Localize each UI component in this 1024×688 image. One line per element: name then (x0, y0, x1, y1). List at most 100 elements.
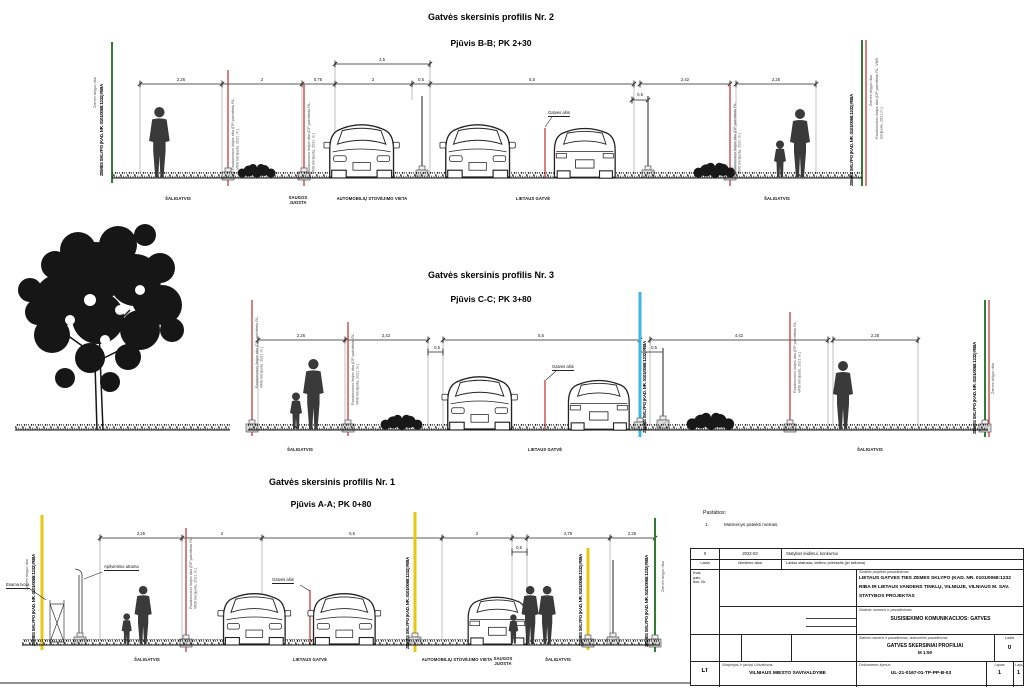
red-line-note: Raudonosios linijos riba (DP patvirtinta… (733, 101, 742, 174)
car-front-icon (217, 593, 292, 646)
car-front-icon (441, 376, 518, 431)
parcel-boundary-note: Žemės sklypo riba (991, 363, 995, 394)
parcel-boundary-bold-note: ŽEMĖS SKLYPO (KAD. NR. 0101/0068:1232) R… (973, 341, 977, 434)
client-caption: Statytojas ir (arba) Užsakovas (722, 662, 773, 667)
dimension-label: 5,5 (529, 77, 535, 82)
dimension-label: 5,5 (538, 333, 544, 338)
dimension-label: 2,5 (379, 57, 385, 62)
laida-value: 0 (1007, 645, 1012, 651)
grass-strip (15, 424, 230, 430)
project-name-caption: Statinio projekto pavadinimas (859, 570, 909, 574)
dimension-label: 2,75 (563, 531, 573, 536)
red-line-note: Raudonosios linijos riba (DP patvirtinta… (307, 101, 316, 174)
zone-label: ŠALIGATVIS (857, 447, 883, 452)
project-name-line2: RIBA IR LIETAUS VANDENS TINKLŲ, VILNIUJE… (859, 585, 1010, 590)
document-code: UL-21-0167-01-TP-PP-B-03 (890, 671, 952, 676)
tree-icon (18, 224, 184, 431)
profile-1-title: Gatvės skersinis profilis Nr. 1 (268, 477, 396, 487)
revision-date: 2022-03 (742, 551, 758, 556)
parcel-boundary-bold-note: ŽEMĖS SKLYPO (KAD. NR. 0101/0068:1232) R… (579, 553, 583, 646)
boundary-and-utility-lines (111, 40, 867, 186)
document-name: GATVĖS SKERSINIAI PROFILIAI (886, 642, 964, 649)
dimension-label: 2,25 (136, 531, 146, 536)
sheet-number: 1 (997, 670, 1002, 676)
existing-fence-label: Esama tvora (6, 582, 30, 589)
zone-label: LIETAUS GATVĖ (515, 196, 551, 201)
dimension-label: 2,25 (771, 77, 781, 82)
person-icon (134, 585, 152, 645)
date-col-header: Išleidimo data (738, 561, 762, 565)
laida-caption: Laida (1004, 636, 1015, 640)
vehicles (217, 593, 528, 646)
car-rear-icon (567, 379, 630, 431)
zone-label: AUTOMOBILIŲ STOVĖJIMO VIETA (336, 196, 408, 201)
parcel-boundary-bold-note: ŽEMĖS SKLYPO (KAD. NR. 0101/0068:1232) R… (100, 83, 104, 176)
client-name: VILNIAUS MIESTO SAVIVALDYBĖ (749, 671, 826, 676)
profile-2-graphics (111, 40, 867, 186)
dimension-label: 2 (260, 77, 264, 82)
zone-label: SAUGOS JUOSTA (288, 195, 308, 205)
child-icon (290, 392, 302, 429)
dimension-label: 2,25 (296, 333, 306, 338)
person-icon (303, 359, 324, 430)
profile-3-subtitle: Pjūvis C-C; PK 3+80 (450, 294, 532, 304)
parcel-boundary-note: Žemės sklypo riba (661, 561, 665, 592)
dimension-label: 0,5 (637, 92, 643, 97)
parcel-boundary-bold-note: ŽEMĖS SKLYPO (KAD. NR. 0101/0068:1232) R… (32, 553, 36, 646)
street-axis-label: Gatvės ašis (272, 577, 294, 584)
car-front-icon (323, 124, 400, 179)
status-col-header: Laidos statusas, keitimo priežastis (jei… (786, 561, 866, 565)
dimension-lines (97, 534, 658, 641)
sheet-caption: Lapas (994, 662, 1005, 667)
zone-label: ŠALIGATVIS (165, 196, 191, 201)
sheets-total: 1 (1017, 670, 1021, 676)
dimension-label: 0,5 (434, 345, 440, 350)
car-front-icon (307, 593, 382, 646)
utility-boundary-bold-note: ŽEMĖS SKLYPO (KAD. NR. 0101/0068:1232) R… (643, 340, 647, 433)
revision-col-header: Laida (700, 561, 710, 565)
red-line-note: Raudonosios linijos riba (DP patvirtinta… (351, 332, 360, 405)
document-scale: M 1:50 (917, 650, 932, 655)
street-axis-label: Gatvės ašis (552, 364, 574, 371)
dimension-label: 2,25 (870, 333, 880, 338)
note-text: Matmenys pateikti metrais. (724, 522, 779, 527)
boundary-and-utility-lines (29, 512, 656, 652)
child-icon (774, 140, 786, 177)
building-caption: Statinio numeris ir pavadinimas (859, 607, 912, 612)
dimension-label: 2 (371, 77, 375, 82)
profile-3-graphics (15, 224, 992, 437)
vehicles (441, 376, 630, 431)
zone-label: ŠALIGATVIS (287, 447, 313, 452)
parcel-boundary-note: Žemės sklypo riba (93, 77, 97, 108)
dimension-label: 4,42 (734, 333, 744, 338)
zone-label: ŠALIGATVIS (545, 657, 571, 662)
parcel-boundary-bold-note: ŽEMĖS SKLYPO (KAD. NR. 0101/0068:1232) R… (406, 556, 410, 649)
note-number: 1. (705, 522, 709, 527)
dimension-label: 0,5 (516, 545, 522, 550)
red-line-note: Raudonosios linijos riba (DP patvirtinta… (189, 536, 198, 609)
zone-label: LIETAUS GATVĖ (527, 447, 563, 452)
dimension-label: 2 (220, 531, 224, 536)
dimension-label: 2,25 (176, 77, 186, 82)
person-icon (149, 107, 170, 178)
parcel-boundary-note: Žemės sklypo riba (869, 75, 873, 106)
zone-label: ŠALIGATVIS (134, 657, 160, 662)
profile-1-subtitle: Pjūvis A-A; PK 0+80 (290, 499, 372, 509)
parcel-boundary-bold-note: ŽEMĖS SKLYPO (KAD. NR. 0101/0068:1232) R… (645, 554, 649, 647)
parcel-boundary-bold-note: ŽEMĖS SKLYPO (KAD. NR. 0101/0068:1232) R… (850, 93, 854, 186)
parcel-boundary-note: Žemės sklypo riba (25, 559, 29, 590)
zone-label: SAUGOS JUOSTA (493, 656, 513, 666)
red-line-note: Raudonosios linijos riba (DP patvirtinta… (875, 57, 884, 139)
project-name-line1: LIETAUS GATVĖS TIES ŽEMĖS SKLYPO (KAD. N… (859, 576, 1011, 581)
zone-label: ŠALIGATVIS (764, 196, 790, 201)
dimension-label: 5,5 (349, 531, 355, 536)
dimension-label: 2,42 (680, 77, 690, 82)
lighting-pole-label: Apšvietimo atrama (104, 564, 139, 571)
red-line-note: Raudonosios linijos riba (DP patvirtinta… (231, 97, 240, 170)
document-code-caption: Dokumento žymuo (859, 662, 891, 667)
street-axis-label: Gatvės ašis (548, 110, 570, 117)
boundary-and-utility-lines (251, 292, 990, 437)
profile-2-subtitle: Pjūvis B-B; PK 2+30 (450, 38, 532, 48)
